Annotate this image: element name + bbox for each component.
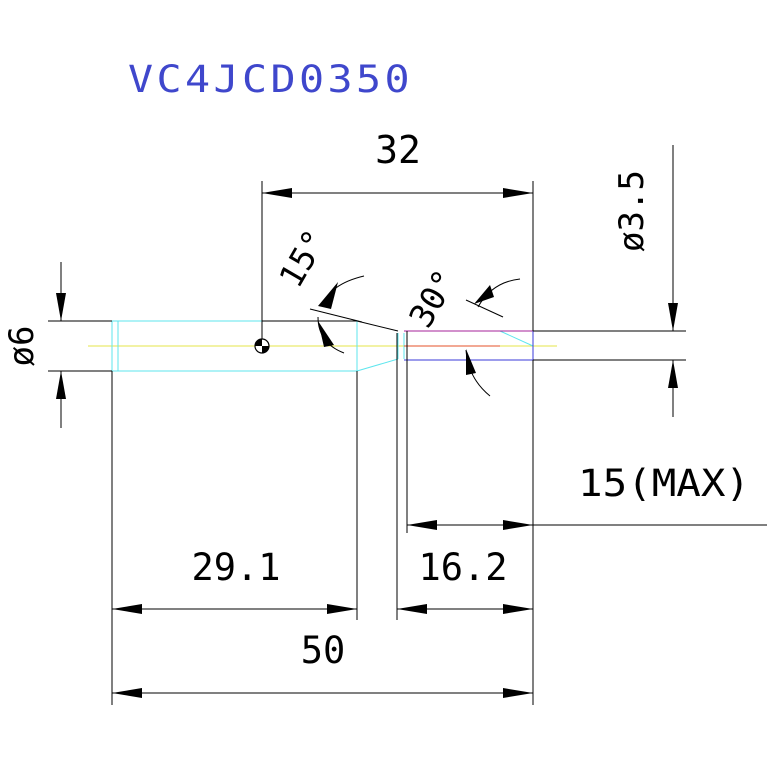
dimension-taper-angle: 15° [271,223,365,354]
dimension-overall-length: 50 [112,629,533,698]
dimension-16-2-label: 16.2 [418,546,507,589]
angle-30-label: 30° [401,263,465,334]
dimension-29-1-label: 29.1 [191,546,280,589]
dimension-body-length: 29.1 [111,371,358,705]
dimension-phi3-5-label: ø3.5 [612,170,652,252]
angle-15-label: 15° [271,223,335,294]
taper-edge [262,320,399,332]
dimension-point-angle: 30° [401,263,521,397]
part-number-title: VC4JCD0350 [128,58,413,101]
dimension-15max-label: 15(MAX) [578,462,750,505]
dimension-max-depth: 15(MAX) [406,331,767,533]
dimension-phi6-label: ø6 [2,326,42,367]
datum-marker-icon [254,338,270,354]
dimension-32-label: 32 [375,128,421,172]
part-geometry [88,320,557,372]
dimension-shank-diameter: ø6 [2,262,112,428]
dimension-tip-length: 16.2 [396,333,534,705]
dimension-shank-to-tip: 32 [261,128,534,339]
dimension-50-label: 50 [301,629,346,672]
dimension-tip-diameter: ø3.5 [533,145,686,417]
